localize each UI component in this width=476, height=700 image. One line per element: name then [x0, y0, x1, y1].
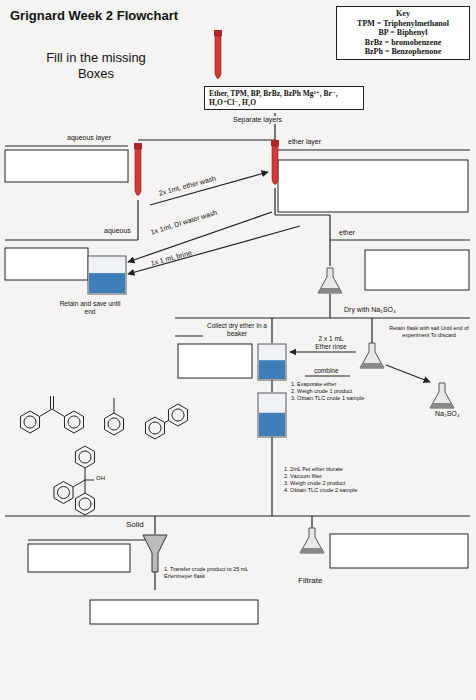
beaker [88, 256, 126, 294]
flow-label: 4. Obtain TLC crude 2 sample [283, 487, 358, 494]
flow-label: Collect dry ether In a beaker [203, 322, 271, 338]
erlenmeyer-flask [360, 343, 384, 368]
flow-label: Retain flask with salt Until end of expe… [384, 325, 474, 338]
key-box: KeyTPM = TriphenylmethanolBP = BiphenylB… [336, 6, 470, 60]
beaker [258, 393, 286, 437]
empty-answer-box [5, 150, 469, 624]
molecule-structure [20, 396, 187, 515]
reagent-box: Ether, TPM, BP, BrBz, BzPh Mg²⁺, Br⁻, H₃… [204, 86, 364, 110]
flow-label: 2 x 1 mL Ether rinse [309, 335, 353, 351]
erlenmeyer-flask [430, 383, 454, 408]
box-text: TPM = Triphenylmethanol [341, 19, 465, 29]
erlenmeyer-flask [300, 528, 324, 553]
flow-label: combine [313, 367, 340, 375]
arrow-label: 1x 1mL DI water wash [149, 208, 219, 237]
arrow-label: 1x 1 mL brine [149, 249, 194, 269]
flow-label: Dry with Na₂SO₄ [343, 306, 397, 314]
flow-label: 2. Weigh crude 1 product [290, 388, 353, 395]
flow-label: aqueous [103, 227, 132, 235]
box-text: Ether, TPM, BP, BrBz, BzPh Mg²⁺, Br⁻, H₃… [209, 89, 359, 107]
flow-label: 2. Vacuum filter [283, 473, 323, 480]
flow-label: Retain and save until end [58, 300, 122, 316]
erlenmeyer-flask [318, 268, 342, 293]
instruction-heading: Fill in the missing Boxes [30, 50, 162, 81]
flow-label: Separate layers [232, 116, 283, 124]
test-tube [134, 143, 142, 196]
flow-lines [5, 113, 470, 590]
flow-label: 1. 2mL Pet ether titurate [283, 466, 344, 473]
test-tube [271, 140, 279, 185]
beaker [258, 344, 286, 380]
box-text: BzPh = Benzophenone [341, 47, 465, 57]
flow-label: 1. Transfer crude product to 25 mL Erlen… [163, 566, 261, 579]
flow-label: 3. Obtain TLC crude 1 sample [290, 395, 365, 402]
flow-label: ether layer [287, 138, 322, 146]
flow-label: OH [95, 475, 106, 482]
test-tube [214, 30, 222, 79]
box-text: BP = Biphenyl [341, 28, 465, 38]
flow-label: 3. Weigh crude 2 product [283, 480, 346, 487]
flow-label: Solid [125, 520, 145, 530]
title: Grignard Week 2 Flowchart [10, 8, 178, 23]
flow-label: Na₂SO₄ [434, 410, 461, 418]
flow-label: ether [338, 229, 356, 237]
glassware [88, 30, 454, 572]
flow-label: 1. Evaporate ether [290, 381, 337, 388]
box-text: Key [341, 9, 465, 19]
flow-label: Filtrate [297, 576, 323, 586]
box-text: BrBz = bromobenzene [341, 38, 465, 48]
flow-label: aqueous layer [66, 134, 112, 142]
